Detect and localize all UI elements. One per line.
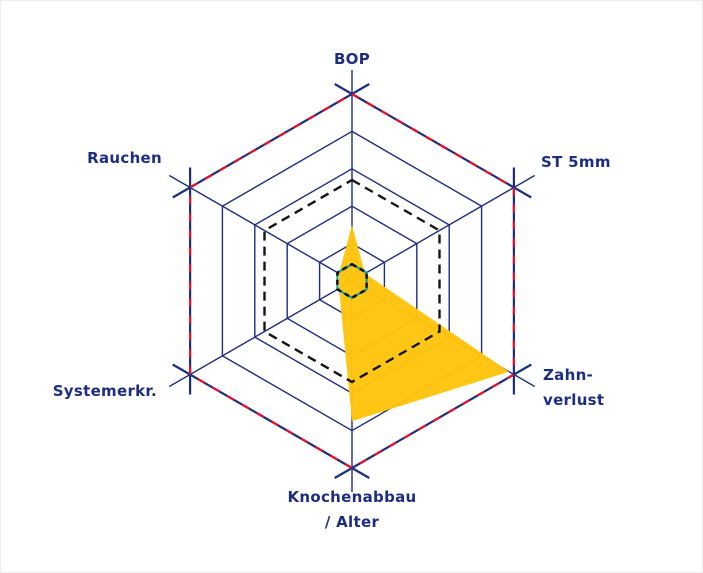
risk-polygon: [339, 224, 510, 422]
axis-label-st-5mm: ST 5mm: [541, 153, 611, 171]
axis-label-bop: BOP: [333, 50, 371, 68]
axis-label-knochenabbau: Knochenabbau / Alter: [287, 488, 417, 531]
axis-label-systemerkr: Systemerkr.: [52, 382, 157, 400]
low-risk-boundary: [263, 178, 441, 384]
center-marker: [336, 262, 368, 300]
axis-label-rauchen: Rauchen: [87, 149, 162, 167]
axis-label-zahnverlust: Zahn- verlust: [543, 366, 605, 409]
